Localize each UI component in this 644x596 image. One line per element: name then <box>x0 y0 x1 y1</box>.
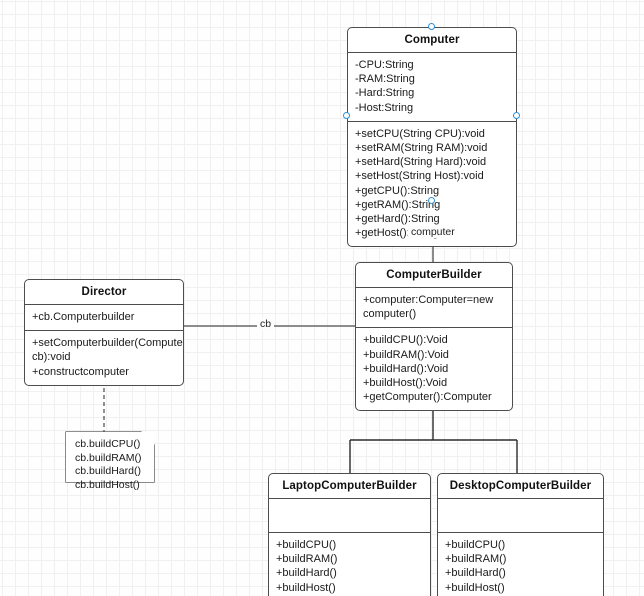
method-item: +constructcomputer <box>32 365 129 378</box>
method-item: +getComputer():Computer <box>363 391 492 404</box>
class-attributes-director: +cb.Computerbuilder <box>25 305 183 330</box>
method-item: +getRAM():String <box>355 198 441 211</box>
class-methods-director: +setComputerbuilder(Computer cb):void +c… <box>25 331 183 385</box>
class-box-desktopcomputerbuilder[interactable]: DesktopComputerBuilder +buildCPU() +buil… <box>437 473 604 596</box>
class-box-laptopcomputerbuilder[interactable]: LaptopComputerBuilder +buildCPU() +build… <box>268 473 431 596</box>
attribute-item: -CPU:String <box>355 59 414 71</box>
class-title-laptopcomputerbuilder: LaptopComputerBuilder <box>282 480 417 492</box>
class-separator <box>438 532 603 533</box>
note-box-director[interactable]: cb.buildCPU() cb.buildRAM() cb.buildHard… <box>66 432 154 491</box>
class-attributes-desktopcomputerbuilder <box>438 499 603 532</box>
method-item: +buildRAM() <box>445 553 507 566</box>
method-item: +setHost(String Host):void <box>355 170 484 183</box>
method-item: +setCPU(String CPU):void <box>355 127 485 140</box>
method-item: +buildCPU():Void <box>363 334 448 347</box>
method-item: +buildHard() <box>445 567 506 580</box>
selection-handle-right[interactable] <box>513 112 520 119</box>
class-methods-desktopcomputerbuilder: +buildCPU() +buildRAM() +buildHard() +bu… <box>438 533 603 596</box>
attribute-item: -Host:String <box>355 101 414 114</box>
class-title-director: Director <box>81 286 127 298</box>
class-title-computerbuilder: ComputerBuilder <box>386 269 482 281</box>
class-attributes-computerbuilder: +computer:Computer=new computer() <box>356 288 512 327</box>
class-separator <box>269 498 430 499</box>
attribute-item: -Hard:String <box>355 87 415 100</box>
method-item: +buildCPU() <box>445 539 506 551</box>
class-methods-computerbuilder: +buildCPU():Void +buildRAM():Void +build… <box>356 328 512 410</box>
method-item: +buildHost() <box>276 581 336 594</box>
attribute-item: -RAM:String <box>355 73 415 86</box>
selection-handle-top[interactable] <box>428 23 435 30</box>
class-methods-laptopcomputerbuilder: +buildCPU() +buildRAM() +buildHard() +bu… <box>269 533 430 596</box>
class-separator <box>356 287 512 288</box>
note-line: cb.buildCPU() <box>75 438 141 450</box>
method-item: +buildHard() <box>276 567 337 580</box>
method-item: +setHard(String Hard):void <box>355 156 487 169</box>
note-line: cb.buildHost() <box>75 478 140 491</box>
edge-label-computer: computer <box>408 226 458 238</box>
method-item: +setComputerbuilder(Computer cb):void <box>32 337 184 364</box>
method-item: +buildHost():Void <box>363 376 448 389</box>
selection-handle-bottom[interactable] <box>428 197 435 204</box>
class-separator <box>25 304 183 305</box>
attribute-item: +cb.Computerbuilder <box>32 311 135 323</box>
method-item: +buildRAM():Void <box>363 348 449 361</box>
class-title-computer: Computer <box>404 34 460 46</box>
method-item: +buildCPU() <box>276 539 337 551</box>
class-separator <box>348 120 516 122</box>
method-item: +buildHost() <box>445 581 505 594</box>
class-methods-computer: +setCPU(String CPU):void +setRAM(String … <box>348 122 516 246</box>
selection-handle-left[interactable] <box>343 112 350 119</box>
note-text: cb.buildCPU() cb.buildRAM() cb.buildHard… <box>66 432 154 499</box>
method-item: +setRAM(String RAM):void <box>355 141 488 154</box>
class-separator <box>25 330 183 332</box>
method-item: +getHard():String <box>355 212 440 225</box>
class-separator <box>356 327 512 329</box>
class-separator <box>269 532 430 533</box>
class-separator <box>438 498 603 499</box>
class-box-computer[interactable]: Computer -CPU:String -RAM:String -Hard:S… <box>347 27 517 248</box>
class-attributes-laptopcomputerbuilder <box>269 499 430 532</box>
attribute-item: +computer:Computer=new computer() <box>363 294 494 321</box>
method-item: +buildRAM() <box>276 553 338 566</box>
method-item: +getCPU():String <box>355 184 440 197</box>
class-separator <box>348 52 516 53</box>
class-title-desktopcomputerbuilder: DesktopComputerBuilder <box>449 480 592 492</box>
edge-label-cb: cb <box>257 318 275 330</box>
class-attributes-computer: -CPU:String -RAM:String -Hard:String -Ho… <box>348 53 516 121</box>
note-line: cb.buildHard() <box>75 465 141 478</box>
class-box-director[interactable]: Director +cb.Computerbuilder +setCompute… <box>24 279 184 386</box>
method-item: +buildHard():Void <box>363 362 449 375</box>
note-line: cb.buildRAM() <box>75 451 142 464</box>
class-box-computerbuilder[interactable]: ComputerBuilder +computer:Computer=new c… <box>355 262 513 412</box>
